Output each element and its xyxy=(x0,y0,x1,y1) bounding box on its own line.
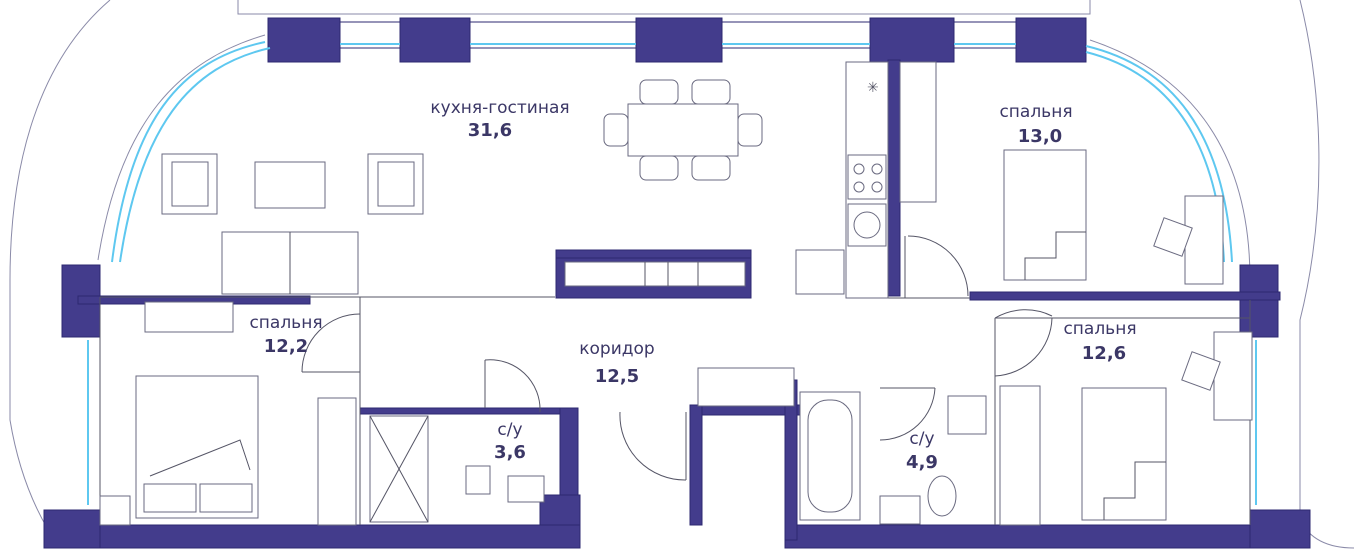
dining-set xyxy=(603,79,763,181)
room-label-bedroom-3: спальня 12,6 xyxy=(1063,319,1136,364)
room-label-bedroom-1: спальня 13,0 xyxy=(999,102,1072,147)
bed-bedroom-2 xyxy=(99,301,357,526)
svg-text:с/у: с/у xyxy=(497,420,522,440)
svg-text:кухня-гостиная: кухня-гостиная xyxy=(430,98,569,118)
exterior-walls xyxy=(43,17,1311,549)
room-label-bathroom-1: с/у 3,6 xyxy=(494,420,526,463)
svg-text:12,2: 12,2 xyxy=(264,336,308,357)
wardrobe-living xyxy=(564,261,746,287)
room-label-corridor: коридор 12,5 xyxy=(579,339,654,387)
svg-text:с/у: с/у xyxy=(909,429,934,449)
svg-text:31,6: 31,6 xyxy=(468,120,512,141)
terrace-inner xyxy=(97,34,1251,281)
terrace-outline xyxy=(9,0,1354,549)
bed-bedroom-3 xyxy=(999,331,1253,526)
desk-bedroom-1 xyxy=(1153,195,1224,285)
svg-text:спальня: спальня xyxy=(999,102,1072,122)
doors xyxy=(301,235,1053,481)
room-label-bathroom-2: с/у 4,9 xyxy=(906,429,938,473)
wardrobe-corridor xyxy=(697,367,795,407)
kitchen-units: ✳ xyxy=(795,61,937,299)
svg-text:спальня: спальня xyxy=(249,313,322,333)
bathtub-bathroom-2 xyxy=(799,391,987,525)
bed-bedroom-1 xyxy=(1003,149,1087,281)
svg-text:спальня: спальня xyxy=(1063,319,1136,339)
svg-text:3,6: 3,6 xyxy=(494,442,526,463)
svg-text:12,5: 12,5 xyxy=(595,366,639,387)
svg-text:13,0: 13,0 xyxy=(1018,126,1062,147)
shower-bathroom-1 xyxy=(369,415,545,523)
svg-text:4,9: 4,9 xyxy=(906,452,938,473)
room-label-kitchen-living: кухня-гостиная 31,6 xyxy=(430,98,569,141)
svg-text:✳: ✳ xyxy=(867,80,879,96)
living-set xyxy=(161,153,424,295)
svg-text:коридор: коридор xyxy=(579,339,654,359)
room-label-bedroom-2: спальня 12,2 xyxy=(249,313,322,357)
svg-text:12,6: 12,6 xyxy=(1082,343,1126,364)
